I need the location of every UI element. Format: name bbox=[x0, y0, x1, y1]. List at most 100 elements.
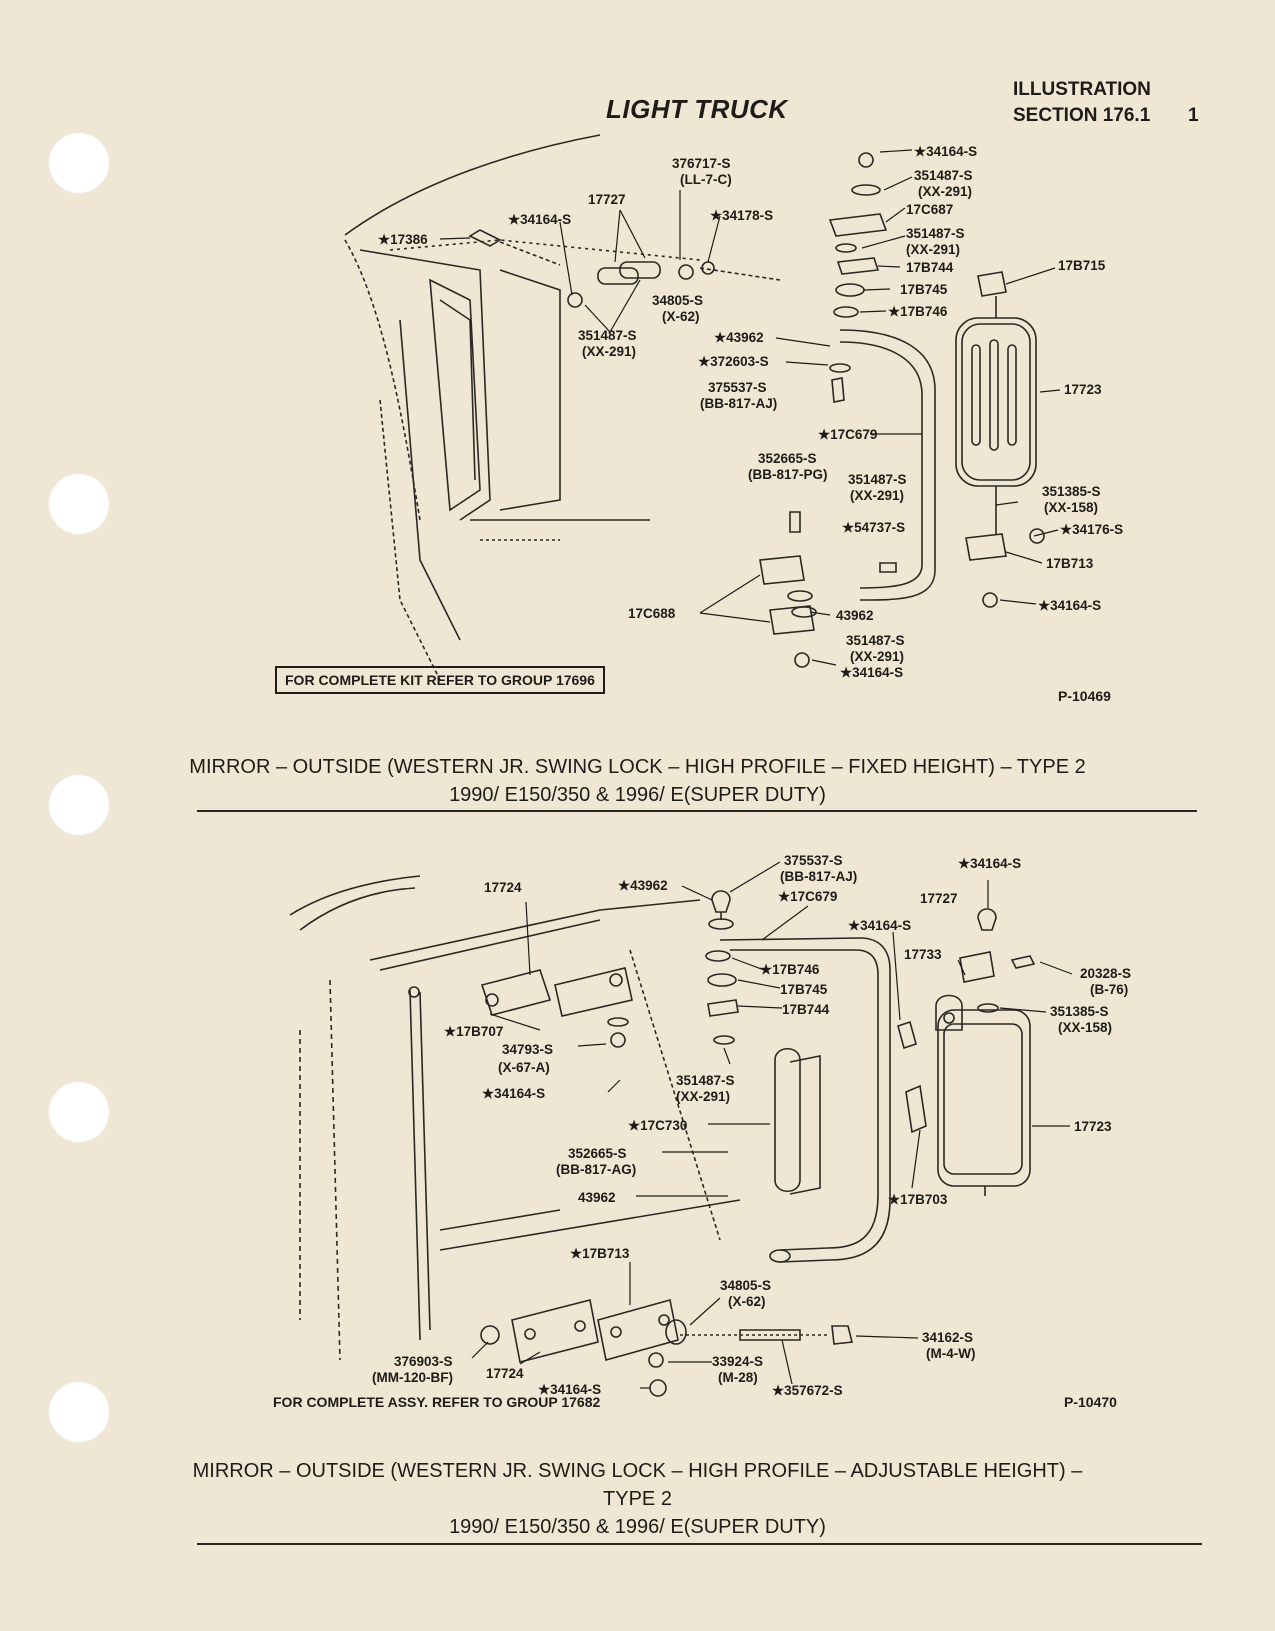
part-label: 352665-S bbox=[568, 1146, 627, 1161]
part-label: ★34164-S bbox=[958, 856, 1021, 871]
part-label: 351487-S bbox=[846, 633, 905, 648]
part-label: ★17B707 bbox=[444, 1024, 503, 1039]
plate-number: P-10469 bbox=[1058, 688, 1111, 704]
part-label: ★54737-S bbox=[842, 520, 905, 535]
part-label: 351487-S bbox=[848, 472, 907, 487]
part-label: 351385-S bbox=[1050, 1004, 1109, 1019]
part-label: (XX-158) bbox=[1058, 1020, 1112, 1035]
part-label: 17723 bbox=[1064, 382, 1102, 397]
part-label: (XX-291) bbox=[676, 1089, 730, 1104]
part-label: ★34178-S bbox=[710, 208, 773, 223]
part-label: (X-62) bbox=[728, 1294, 766, 1309]
part-label: 34805-S bbox=[720, 1278, 771, 1293]
part-label: (XX-158) bbox=[1044, 500, 1098, 515]
part-label: (BB-817-PG) bbox=[748, 467, 828, 482]
part-label: 17B713 bbox=[1046, 556, 1094, 571]
illustration-label: ILLUSTRATION bbox=[1013, 79, 1151, 100]
kit-note-box: FOR COMPLETE KIT REFER TO GROUP 17696 bbox=[275, 666, 605, 694]
part-label: ★17C679 bbox=[818, 427, 877, 442]
part-label: ★34164-S bbox=[482, 1086, 545, 1101]
part-label: (BB-817-AJ) bbox=[700, 396, 777, 411]
part-label: (XX-291) bbox=[850, 649, 904, 664]
part-label: 17C688 bbox=[628, 606, 676, 621]
part-label: 34805-S bbox=[652, 293, 703, 308]
part-label: 17733 bbox=[904, 947, 942, 962]
page-title: LIGHT TRUCK bbox=[606, 94, 788, 124]
part-label: (M-4-W) bbox=[926, 1346, 975, 1361]
binder-hole bbox=[48, 774, 110, 836]
part-label: ★17B746 bbox=[760, 962, 820, 977]
figure-caption: TYPE 2 bbox=[603, 1488, 672, 1510]
part-label: ★34176-S bbox=[1060, 522, 1123, 537]
part-label: ★34164-S bbox=[914, 144, 977, 159]
part-label: (X-67-A) bbox=[498, 1060, 550, 1075]
figure-caption: 1990/ E150/350 & 1996/ E(SUPER DUTY) bbox=[449, 784, 826, 806]
part-label: 351487-S bbox=[906, 226, 965, 241]
part-label: ★43962 bbox=[618, 878, 668, 893]
part-label: 376717-S bbox=[672, 156, 731, 171]
part-label: 17B715 bbox=[1058, 258, 1106, 273]
part-label: 17727 bbox=[588, 192, 626, 207]
part-label: ★34164-S bbox=[538, 1382, 601, 1397]
divider bbox=[197, 1543, 1202, 1545]
binder-hole bbox=[48, 473, 110, 535]
figure2-leaders bbox=[471, 861, 1073, 1389]
binder-hole bbox=[48, 1381, 110, 1443]
part-label: 17723 bbox=[1074, 1119, 1112, 1134]
binder-hole bbox=[48, 1081, 110, 1143]
part-label: 17B744 bbox=[782, 1002, 830, 1017]
part-label: ★34164-S bbox=[848, 918, 911, 933]
part-label: 351487-S bbox=[914, 168, 973, 183]
part-label: (XX-291) bbox=[918, 184, 972, 199]
part-label: 17B745 bbox=[900, 282, 948, 297]
part-label: 43962 bbox=[836, 608, 874, 623]
part-label: 351385-S bbox=[1042, 484, 1101, 499]
part-label: (BB-817-AJ) bbox=[780, 869, 857, 884]
part-label: 34793-S bbox=[502, 1042, 553, 1057]
part-label: 351487-S bbox=[578, 328, 637, 343]
part-label: ★17386 bbox=[378, 232, 428, 247]
part-label: ★34164-S bbox=[840, 665, 903, 680]
part-label: (B-76) bbox=[1090, 982, 1128, 997]
divider bbox=[197, 810, 1197, 812]
part-label: 17724 bbox=[486, 1366, 524, 1381]
figure-caption: MIRROR – OUTSIDE (WESTERN JR. SWING LOCK… bbox=[189, 756, 1086, 778]
part-label: ★34164-S bbox=[508, 212, 571, 227]
part-label: 20328-S bbox=[1080, 966, 1131, 981]
part-label: 351487-S bbox=[676, 1073, 735, 1088]
part-label: 34162-S bbox=[922, 1330, 973, 1345]
part-label: 375537-S bbox=[784, 853, 843, 868]
part-label: 33924-S bbox=[712, 1354, 763, 1369]
part-label: ★43962 bbox=[714, 330, 764, 345]
section-label: SECTION 176.1 bbox=[1013, 105, 1151, 126]
plate-number: P-10470 bbox=[1064, 1394, 1117, 1410]
figure1-labels: ★34164-S 351487-S (XX-291) 376717-S (LL-… bbox=[378, 144, 1123, 680]
part-label: 43962 bbox=[578, 1190, 616, 1205]
part-label: 17727 bbox=[920, 891, 958, 906]
part-label: 375537-S bbox=[708, 380, 767, 395]
part-label: 17B744 bbox=[906, 260, 954, 275]
part-label: ★357672-S bbox=[772, 1383, 843, 1398]
page-number: 1 bbox=[1188, 105, 1199, 126]
part-label: ★34164-S bbox=[1038, 598, 1101, 613]
part-label: ★372603-S bbox=[698, 354, 769, 369]
part-label: 352665-S bbox=[758, 451, 817, 466]
part-label: ★17B703 bbox=[888, 1192, 948, 1207]
figure1-leaders bbox=[439, 149, 1061, 666]
part-label: 376903-S bbox=[394, 1354, 453, 1369]
part-label: 17724 bbox=[484, 880, 522, 895]
part-label: ★17C730 bbox=[628, 1118, 687, 1133]
figure2-drawing bbox=[289, 875, 1036, 1397]
part-label: (LL-7-C) bbox=[680, 172, 732, 187]
part-label: (XX-291) bbox=[906, 242, 960, 257]
figure-caption: 1990/ E150/350 & 1996/ E(SUPER DUTY) bbox=[449, 1516, 826, 1538]
part-label: (XX-291) bbox=[850, 488, 904, 503]
part-label: ★17C679 bbox=[778, 889, 837, 904]
part-label: (MM-120-BF) bbox=[372, 1370, 453, 1385]
part-label: (M-28) bbox=[718, 1370, 758, 1385]
part-label: ★17B713 bbox=[570, 1246, 630, 1261]
part-label: 17B745 bbox=[780, 982, 828, 997]
part-label: 17C687 bbox=[906, 202, 953, 217]
